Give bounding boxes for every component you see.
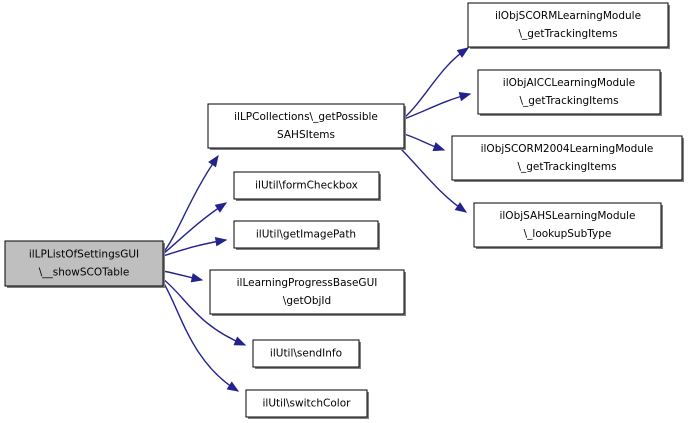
edge-line [162, 281, 239, 392]
node-label-line1: ilObjSCORMLearningModule [495, 10, 641, 22]
node-getobjid[interactable]: ilLearningProgressBaseGUI \getObjId [209, 269, 406, 316]
node-label-line1: ilUtil\getImagePath [256, 229, 356, 241]
edge-root-to-collections [162, 154, 219, 254]
node-root[interactable]: ilLPListOfSettingsGUI \__showSCOTable [4, 240, 165, 288]
node-rect[interactable] [245, 389, 368, 418]
node-scorm[interactable]: ilObjSCORMLearningModule \_getTrackingIte… [467, 2, 670, 49]
edge-root-to-switchcolor [162, 281, 240, 392]
node-getimagepath[interactable]: ilUtil\getImagePath [233, 220, 380, 250]
edge-line [403, 47, 469, 119]
node-label-line1: ilUtil\switchColor [263, 398, 352, 410]
edge-arrowhead [226, 381, 240, 392]
node-formcheckbox[interactable]: ilUtil\formCheckbox [233, 171, 381, 201]
node-rect[interactable] [233, 171, 380, 200]
node-scorm2004[interactable]: ilObjSCORM2004LearningModule \_getTrackin… [451, 135, 684, 182]
node-rect[interactable] [252, 339, 360, 368]
edge-arrowhead [190, 273, 204, 283]
node-switchcolor[interactable]: ilUtil\switchColor [245, 389, 369, 419]
node-layer: ilLPListOfSettingsGUI\__showSCOTableilLP… [4, 2, 684, 419]
node-label-line2: \__showSCOTable [39, 267, 130, 279]
edge-collections-to-scorm2004 [403, 133, 446, 152]
node-rect[interactable] [477, 69, 661, 115]
edge-arrowhead [214, 202, 228, 213]
edge-line [162, 155, 219, 254]
edge-collections-to-scorm [403, 47, 470, 119]
edge-root-to-formcheckbox [162, 202, 228, 255]
node-label-line2: \_getTrackingItems [517, 161, 616, 173]
node-label-line2: \getObjId [283, 295, 331, 307]
node-label-line1: ilObjSAHSLearningModule [499, 210, 635, 222]
node-label-line2: \_getTrackingItems [519, 95, 618, 107]
node-rect[interactable] [209, 269, 405, 315]
node-rect[interactable] [233, 220, 379, 249]
node-rect[interactable] [473, 202, 662, 248]
edge-arrowhead [454, 202, 468, 213]
node-rect[interactable] [4, 240, 164, 287]
edge-arrowhead [458, 92, 472, 102]
node-label-line2: SAHSItems [277, 129, 335, 141]
node-rect[interactable] [207, 103, 405, 149]
edge-layer [162, 47, 472, 392]
edge-arrowhead [233, 336, 247, 346]
edge-arrowhead [214, 237, 228, 247]
edge-collections-to-aicc [403, 92, 472, 120]
node-label-line2: \_lookupSubType [524, 228, 612, 240]
node-label-line1: ilObjSCORM2004LearningModule [481, 143, 654, 155]
node-label-line1: ilUtil\sendInfo [270, 348, 342, 360]
node-label-line1: ilLearningProgressBaseGUI [237, 277, 378, 289]
node-label-line2: \_getTrackingItems [518, 28, 617, 40]
node-rect[interactable] [467, 2, 669, 48]
edge-root-to-getimagepath [162, 237, 228, 257]
edge-root-to-sendinfo [162, 278, 247, 346]
node-rect[interactable] [451, 135, 683, 181]
node-label-line1: ilLPCollections\_getPossible [234, 111, 378, 123]
edge-arrowhead [456, 47, 470, 58]
edge-collections-to-sahs [399, 147, 468, 213]
edge-line [162, 278, 246, 346]
edge-arrowhead [208, 154, 219, 168]
node-sendinfo[interactable]: ilUtil\sendInfo [252, 339, 361, 369]
edge-arrowhead [432, 142, 446, 152]
node-label-line1: ilUtil\formCheckbox [255, 180, 358, 192]
edge-root-to-getobjid [162, 270, 204, 283]
node-label-line1: ilLPListOfSettingsGUI [29, 249, 139, 261]
node-label-line1: ilObjAICCLearningModule [503, 77, 635, 89]
node-aicc[interactable]: ilObjAICCLearningModule \_getTrackingItem… [477, 69, 662, 116]
node-sahs[interactable]: ilObjSAHSLearningModule \_lookupSubType [473, 202, 663, 249]
